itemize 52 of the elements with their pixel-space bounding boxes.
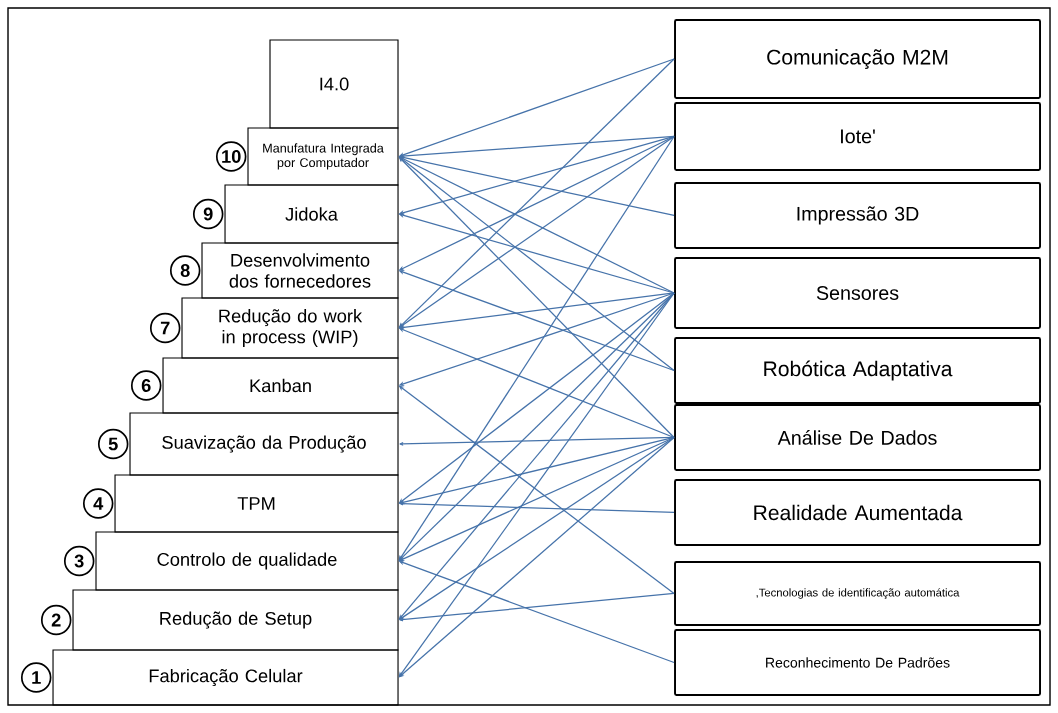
stair-step-box: Fabricação Celular bbox=[52, 649, 399, 706]
connector-arrow bbox=[399, 270, 675, 372]
connector-arrow bbox=[399, 135, 675, 328]
connector-arrow bbox=[399, 58, 675, 157]
stair-step-box: Redução do work in process (WIP) bbox=[181, 297, 399, 359]
technology-box: Sensores bbox=[674, 257, 1041, 329]
connector-arrow bbox=[398, 156, 675, 439]
stair-step-box: Controlo de qualidade bbox=[95, 531, 399, 591]
connector-arrow bbox=[399, 501, 675, 514]
connector-arrow bbox=[399, 436, 675, 561]
stair-step-box: I4.0 bbox=[269, 39, 399, 129]
stair-step-box: Redução de Setup bbox=[72, 589, 399, 651]
connector-arrow bbox=[399, 385, 675, 595]
step-number: 3 bbox=[63, 545, 95, 577]
step-number: 4 bbox=[82, 488, 114, 519]
technology-box: Impressão 3D bbox=[674, 182, 1041, 249]
step-number: 2 bbox=[40, 604, 72, 636]
connector-arrow bbox=[399, 560, 675, 664]
step-number: 6 bbox=[130, 370, 162, 401]
technology-box: Iote' bbox=[674, 102, 1041, 171]
connector-arrow bbox=[399, 292, 675, 504]
connector-arrow bbox=[399, 292, 675, 386]
step-number: 1 bbox=[20, 662, 52, 693]
technology-box: Comunicação M2M bbox=[674, 19, 1041, 99]
connector-arrow bbox=[399, 135, 675, 158]
stair-step-box: Suavização da Produção bbox=[129, 412, 399, 476]
stair-step-box: Jidoka bbox=[224, 184, 399, 244]
step-number: 8 bbox=[169, 255, 201, 286]
connector-arrow bbox=[399, 436, 675, 678]
technology-box: ,Tecnologias de identificação automática bbox=[674, 561, 1041, 626]
connector-arrow bbox=[399, 213, 675, 294]
connector-arrow bbox=[399, 156, 675, 294]
step-number: 10 bbox=[215, 141, 247, 172]
connector-arrow bbox=[398, 58, 675, 328]
stair-step-box: Desenvolvimento dos fornecedores bbox=[201, 242, 399, 299]
technology-box: Reconhecimento De Padrões bbox=[674, 629, 1041, 696]
connector-arrow bbox=[399, 436, 675, 620]
step-number: 7 bbox=[149, 312, 181, 344]
step-number: 9 bbox=[192, 198, 224, 230]
connector-arrow bbox=[399, 135, 675, 271]
connector-arrow bbox=[399, 592, 675, 622]
connector-arrow bbox=[398, 135, 675, 561]
stair-step-box: Kanban bbox=[162, 357, 399, 414]
connector-arrow bbox=[399, 156, 675, 372]
step-number: 5 bbox=[97, 428, 129, 460]
stair-step-box: Manufatura Integrada por Computador bbox=[247, 127, 399, 186]
stair-step-box: TPM bbox=[114, 474, 399, 533]
technology-box: Análise De Dados bbox=[674, 404, 1041, 471]
connector-arrow bbox=[399, 155, 675, 217]
technology-box: Realidade Aumentada bbox=[674, 479, 1041, 546]
connector-arrow bbox=[399, 327, 675, 439]
technology-box: Robótica Adaptativa bbox=[674, 337, 1041, 404]
